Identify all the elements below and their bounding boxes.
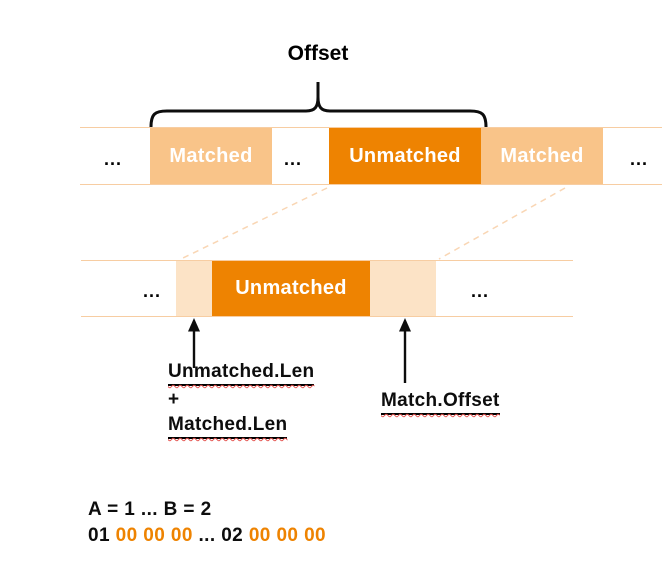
unmatched-len-label: Unmatched.Len bbox=[168, 361, 315, 386]
offset-brace bbox=[149, 82, 488, 128]
row2-ellipsis-left: ... bbox=[142, 280, 161, 301]
row1-matched-left-box: Matched bbox=[150, 128, 272, 184]
byte-dots: ... bbox=[198, 525, 216, 546]
zeros-after-02: 00 00 00 bbox=[248, 525, 327, 546]
up-arrow-left-head bbox=[188, 318, 200, 332]
row1-ellipsis-left: ... bbox=[103, 148, 122, 169]
row1-ellipsis-mid: ... bbox=[283, 148, 302, 169]
row2-unmatched-box: Unmatched bbox=[212, 261, 370, 316]
row1-unmatched-box: Unmatched bbox=[329, 128, 481, 184]
byte-example-line2: 01 00 00 00 ... 02 00 00 00 bbox=[88, 525, 326, 547]
zeros-after-01: 00 00 00 bbox=[115, 525, 193, 546]
matched-len-text: Matched.Len bbox=[168, 414, 288, 439]
row2-pale-left-box bbox=[176, 261, 212, 316]
zoom-connector-line-left bbox=[180, 187, 328, 260]
byte-example-line1: A = 1 ... B = 2 bbox=[88, 499, 212, 520]
row2-ellipsis-right: ... bbox=[470, 280, 489, 301]
row1-ellipsis-right: ... bbox=[629, 148, 648, 169]
byte-02: 02 bbox=[221, 525, 244, 546]
zoom-connector-line-right bbox=[438, 187, 566, 260]
row2-bottom-line bbox=[81, 316, 573, 317]
match-offset-label: Match.Offset bbox=[381, 390, 500, 415]
row2-top-line bbox=[81, 260, 573, 261]
up-arrow-right-head bbox=[399, 318, 411, 332]
byte-01: 01 bbox=[88, 525, 110, 546]
offset-title: Offset bbox=[287, 42, 349, 65]
row1-bottom-line bbox=[80, 184, 662, 185]
row1-top-line bbox=[80, 127, 662, 128]
match-offset-text: Match.Offset bbox=[381, 390, 500, 415]
row1-matched-right-box: Matched bbox=[481, 128, 603, 184]
plus-label: + bbox=[168, 389, 180, 410]
unmatched-len-text: Unmatched.Len bbox=[168, 361, 315, 386]
matched-len-label: Matched.Len bbox=[168, 414, 288, 439]
row2-pale-right-box bbox=[370, 261, 436, 316]
